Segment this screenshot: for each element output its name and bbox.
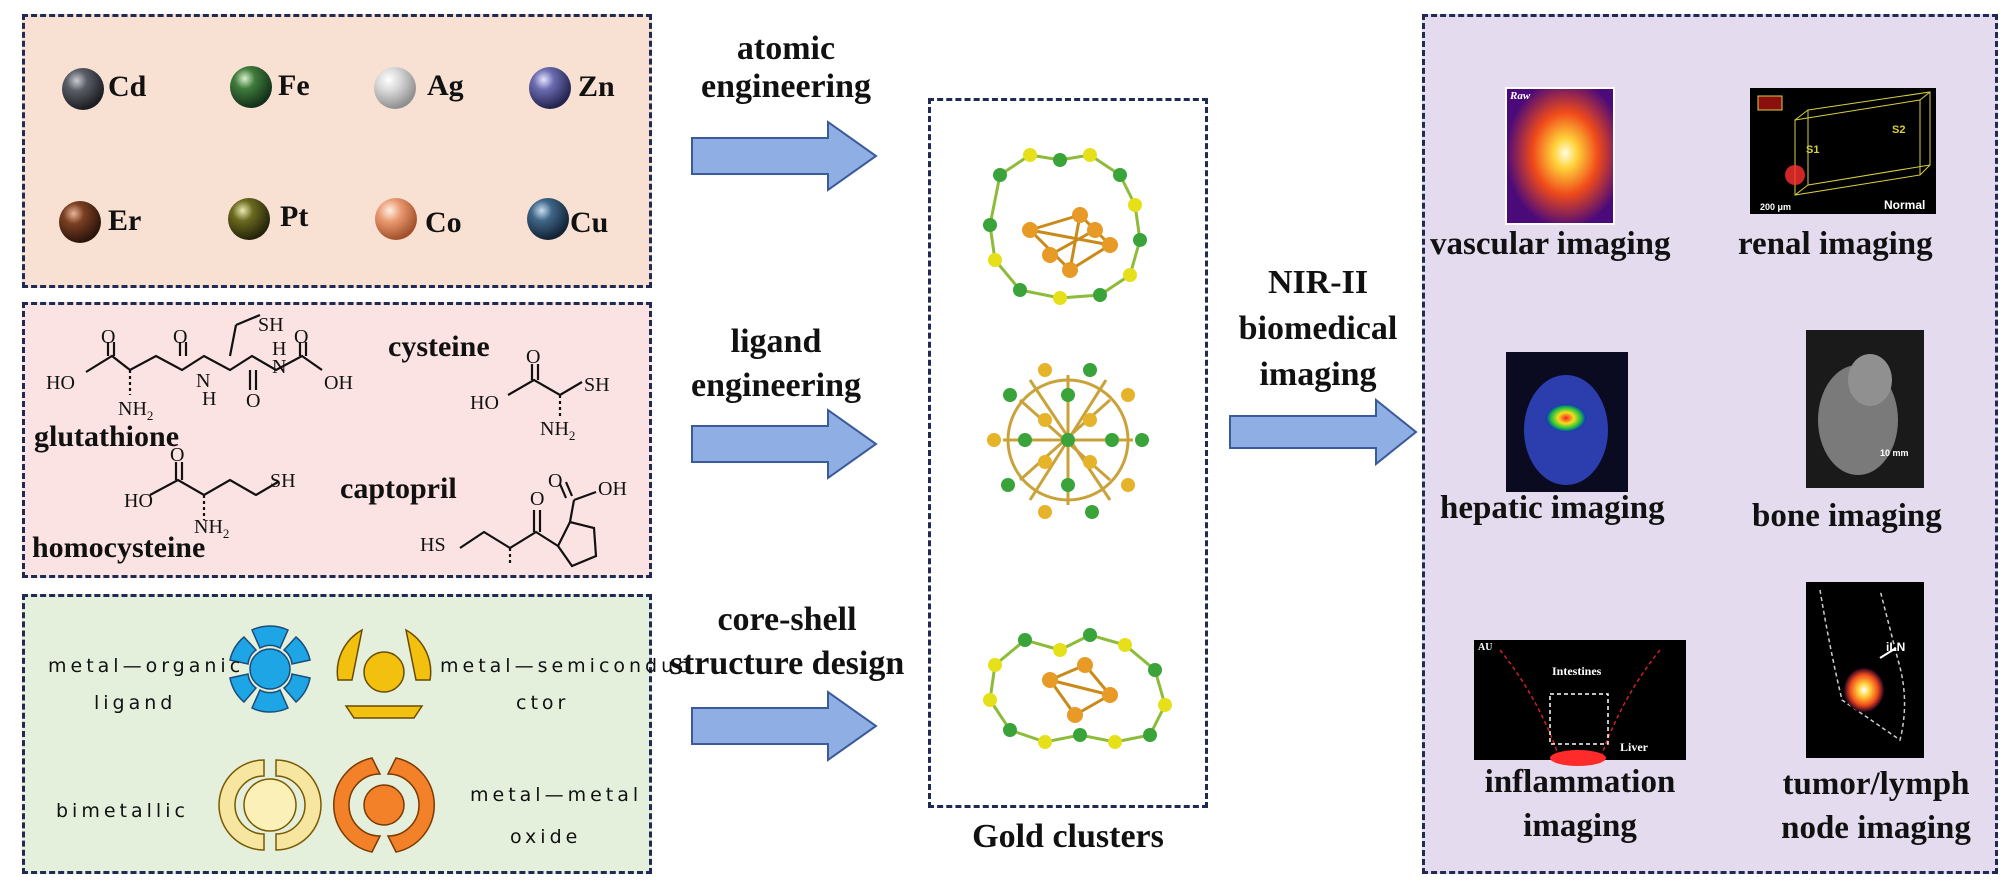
atom-o-cap1: O: [530, 488, 545, 510]
atom-h-glu2: H: [272, 338, 287, 360]
metal-organic-label: metal—organic: [48, 655, 245, 677]
inflammation-liver-text: Liver: [1620, 740, 1648, 754]
atom-h-glu1: H: [202, 388, 217, 410]
atom-sh-glu: SH: [258, 314, 284, 336]
metal-oxide-icon: [333, 757, 435, 853]
atom-ho-hcy: HO: [124, 490, 153, 512]
renal-normal-text: Normal: [1884, 198, 1926, 212]
inflammation-au-text: AU: [1478, 642, 1493, 653]
glutathione-label: glutathione: [34, 420, 180, 453]
bone-label: bone imaging: [1752, 498, 1942, 534]
atom-n-glu1: N: [196, 370, 211, 392]
renal-s1-text: S1: [1806, 144, 1820, 156]
metal-organic-label-2: ligand: [94, 692, 177, 714]
atom-oh-glu: OH: [324, 372, 353, 394]
metal-oxide-label: metal—metal: [470, 784, 643, 806]
arrow-atomic: [691, 120, 878, 192]
atom-n-glu2: N: [272, 356, 287, 378]
gold-clusters-label: Gold clusters: [972, 818, 1164, 855]
sphere-zn: [529, 67, 571, 109]
renal-scale-text: 200 μm: [1760, 202, 1792, 212]
bone-scale-text: 10 mm: [1880, 448, 1909, 458]
sphere-pt: [228, 198, 270, 240]
renal-s2-text: S2: [1892, 124, 1906, 136]
arrow-nir: [1229, 397, 1418, 467]
glutathione-bonds: [85, 354, 323, 373]
atom-o-glu2: O: [173, 326, 188, 348]
element-label-ag: Ag: [427, 69, 464, 102]
atom-o-glu3: O: [246, 390, 261, 412]
metal-semiconductor-label: metal—semiconduc: [440, 655, 692, 677]
cluster-2-atoms: [987, 363, 1149, 519]
atom-o-glu4: O: [294, 326, 309, 348]
sphere-fe: [230, 66, 272, 108]
inflammation-image: [1474, 640, 1686, 760]
atom-nh2-glu: NH2: [118, 398, 154, 423]
inflammation-intestines-text: Intestines: [1552, 664, 1602, 678]
atom-nh2-cys: NH2: [540, 418, 576, 443]
atom-o-cys: O: [526, 346, 541, 368]
ligands-panel: [22, 302, 652, 578]
atom-oh-cap: OH: [598, 478, 627, 500]
atom-o-glu1: O: [101, 326, 116, 348]
atom-sh-cys: SH: [584, 374, 610, 396]
atom-ho-glu: HO: [46, 372, 75, 394]
metal-semiconductor-label-2: ctor: [516, 692, 570, 714]
sphere-co: [375, 198, 417, 240]
element-label-cd: Cd: [108, 70, 147, 103]
homocysteine-label: homocysteine: [32, 531, 206, 564]
sphere-cd: [62, 68, 104, 110]
atom-nh2-hcy: NH2: [194, 516, 230, 541]
atom-ho-cys: HO: [470, 392, 499, 414]
element-label-co: Co: [425, 206, 462, 239]
cluster-1-atoms: [983, 148, 1147, 305]
metal-semiconductor-icon: [336, 628, 432, 719]
atom-hs-cap: HS: [420, 534, 446, 556]
element-label-zn: Zn: [578, 70, 615, 103]
metal-organic-icon: [229, 625, 311, 713]
sphere-cu: [527, 198, 569, 240]
bimetallic-icon: [218, 759, 322, 851]
homocysteine-bonds: [149, 478, 279, 497]
structures-panel: [22, 594, 652, 874]
captopril-label: captopril: [340, 472, 457, 505]
bimetallic-label: bimetallic: [56, 800, 189, 822]
sphere-er: [59, 201, 101, 243]
cluster-3-atoms: [983, 628, 1172, 749]
elements-panel: [22, 14, 652, 288]
vascular-raw-text: Raw: [1510, 90, 1531, 102]
tumor-iln-text: iLN: [1886, 640, 1906, 654]
renal-label: renal imaging: [1738, 226, 1933, 262]
element-label-er: Er: [108, 204, 142, 237]
hepatic-label: hepatic imaging: [1440, 490, 1665, 526]
metal-oxide-label-2: oxide: [510, 826, 582, 848]
element-label-fe: Fe: [278, 69, 310, 102]
atom-sh-hcy: SH: [270, 470, 296, 492]
vascular-image: [1505, 87, 1615, 225]
element-label-cu: Cu: [570, 206, 609, 239]
atom-o-hcy: O: [170, 444, 185, 466]
cysteine-label: cysteine: [388, 330, 490, 363]
cysteine-bonds: [507, 378, 583, 397]
sphere-ag: [374, 67, 416, 109]
vascular-label: vascular imaging: [1430, 226, 1671, 262]
arrow-ligand: [691, 408, 878, 480]
atom-o-cap2: O: [548, 470, 563, 492]
element-label-pt: Pt: [280, 200, 309, 233]
arrow-coreshell: [691, 690, 878, 762]
